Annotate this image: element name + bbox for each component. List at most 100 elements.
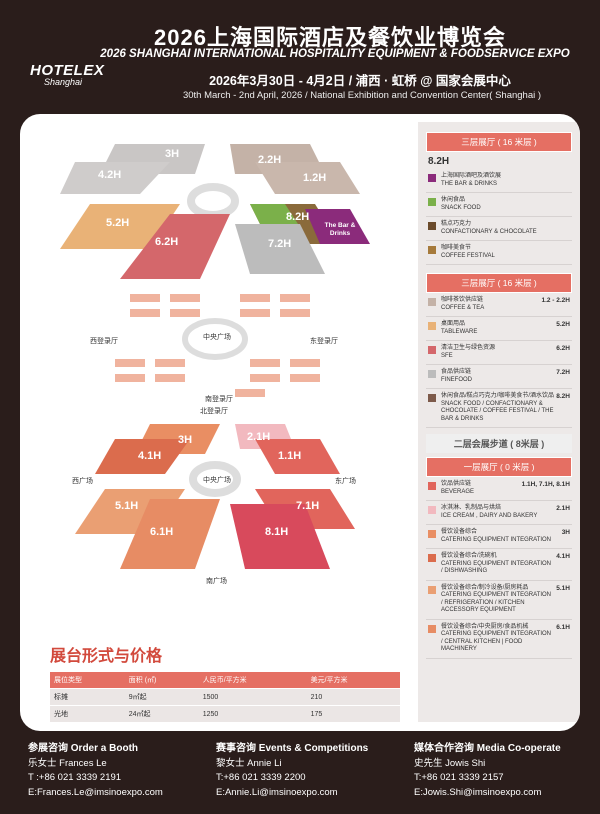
contact-name: 史先生 Jowis Shi — [414, 757, 486, 769]
hall-label-2.1H: 2.1H — [247, 431, 271, 443]
header: HOTELEX Shanghai 2026上海国际酒店及餐饮业博览会 2026 … — [0, 0, 600, 112]
hall-label-6.2H: 6.2H — [155, 236, 179, 248]
pricing-header: 面积 (㎡) — [124, 672, 199, 689]
legend-cn: 桌面用品 — [441, 321, 466, 327]
legend-en: CATERING EQUIPMENT INTEGRATION / CENTRAL… — [441, 631, 552, 652]
legend-swatch — [428, 246, 436, 254]
hall-label-5.1H: 5.1H — [115, 500, 139, 512]
legend-swatch — [428, 222, 436, 230]
legend-cn: 上海国际酒吧及酒饮展 — [441, 173, 502, 179]
hall-label-3H-upper: 3H — [165, 148, 180, 160]
title-cn: 2026上海国际酒店及餐饮业博览会 — [154, 25, 506, 50]
pricing-header: 人民币/平方米 — [198, 672, 307, 689]
legend-cn: 餐饮设备综合/制冷设备/厨房耗品 — [441, 584, 529, 591]
label-west-hall: 西登录厅 — [90, 338, 118, 345]
label-east-plaza: 东广场 — [335, 478, 356, 485]
legend-hall: 6.2H — [556, 345, 570, 352]
contact-heading: 赛事咨询 Events & Competitions — [216, 743, 369, 754]
legend-hall: 5.2H — [556, 321, 570, 328]
legend-cn: 休闲食品 — [441, 197, 466, 203]
legend-top-head: 三层展厅 ( 16 米层 ) — [426, 132, 572, 152]
label-south-hall: 南登录厅 — [205, 396, 233, 403]
pricing-cell: 210 — [306, 688, 400, 706]
legend-cn: 咖啡茶饮供应链 — [441, 297, 484, 303]
label-central-plaza: 中央广场 — [203, 334, 231, 341]
legend-en: COFFEE & TEA — [441, 304, 485, 311]
hall-label-4.2H: 4.2H — [98, 169, 122, 181]
contact-booth: 参展咨询 Order a Booth 乐女士 Frances Le T :+86… — [28, 742, 163, 800]
pricing-header: 展位类型 — [50, 672, 125, 689]
contact-email[interactable]: E:Frances.Le@imsinoexpo.com — [28, 786, 163, 798]
hall-8.2H-green — [250, 204, 298, 224]
legend-walkway: 二层会展步道 ( 8米层 ) — [426, 434, 572, 453]
contact-heading: 参展咨询 Order a Booth — [28, 743, 139, 754]
hall-label-3H: 3H — [178, 434, 193, 446]
pricing-header: 美元/平方米 — [306, 672, 400, 689]
legend-swatch — [428, 394, 436, 402]
legend-cn: 咖啡美食节 — [441, 245, 472, 251]
contact-media: 媒体合作咨询 Media Co-operate 史先生 Jowis Shi T:… — [414, 742, 561, 800]
legend-en: BEVERAGE — [441, 488, 475, 495]
legend-en: SFE — [441, 352, 453, 359]
logo-text: HOTELEX — [30, 62, 105, 79]
legend-swatch — [428, 322, 436, 330]
legend-en: CONFACTIONARY & CHOCOLATE — [441, 228, 537, 235]
hall-label-4.1H: 4.1H — [138, 450, 162, 462]
legend-swatch — [428, 298, 436, 306]
hall-label-1.1H: 1.1H — [278, 450, 302, 462]
legend-en: COFFEE FESTIVAL — [441, 252, 495, 259]
contact-email[interactable]: E:Annie.Li@imsinoexpo.com — [216, 786, 338, 798]
contact-tel: T :+86 021 3339 2191 — [28, 772, 122, 783]
legend-swatch — [428, 174, 436, 182]
hall-label-5.2H: 5.2H — [106, 217, 130, 229]
contact-tel: T:+86 021 3339 2200 — [216, 772, 306, 783]
legend-en: SNACK FOOD / CONFACTIONARY & CHOCOLATE /… — [441, 400, 554, 422]
hall-label-6.1H: 6.1H — [150, 526, 174, 538]
hotelex-logo: HOTELEX Shanghai — [30, 62, 105, 87]
legend-en: CATERING EQUIPMENT INTEGRATION — [441, 536, 552, 543]
legend-hall: 2.1H — [556, 505, 570, 512]
legend-hall: 1.1H, 7.1H, 8.1H — [521, 481, 570, 488]
legend-swatch — [428, 585, 436, 594]
contact-email[interactable]: E:Jowis.Shi@imsinoexpo.com — [414, 786, 542, 798]
hall-4.1H — [95, 439, 190, 474]
legend-en: FINEFOOD — [441, 376, 472, 383]
hall-label-8.1H: 7.1H — [296, 500, 320, 512]
contact-name: 黎女士 Annie Li — [216, 757, 282, 769]
label-west-plaza: 西广场 — [72, 478, 93, 485]
legend-swatch — [428, 624, 436, 633]
hall-7.2H — [235, 224, 325, 274]
legend-cn: 餐饮设备综合 — [441, 529, 478, 535]
content-panel: 3H 4.2H 2.2H 1.2H 5.2H 6.2H 8.2H 7.2H Th… — [20, 114, 580, 731]
logo-sub: Shanghai — [44, 77, 83, 87]
legend-hall: 4.1H — [556, 553, 570, 560]
date-cn: 2026年3月30日 - 4月2日 / 浦西 · 虹桥 @ 国家会展中心 — [209, 74, 511, 88]
legend-cn: 冰淇淋、乳制品与烘焙 — [441, 505, 502, 511]
legend-cn: 清洁卫生与绿色资源 — [441, 345, 496, 351]
hall-1.1H — [255, 439, 340, 474]
walkway-blocks — [115, 294, 320, 397]
legend-cn: 餐饮设备综合/中央厨房/食品机械 — [441, 623, 529, 630]
legend-cn: 休闲食品/糕点巧克力/咖啡美食节/酒水饮品 — [441, 393, 555, 399]
label-south-plaza: 南广场 — [206, 578, 227, 585]
